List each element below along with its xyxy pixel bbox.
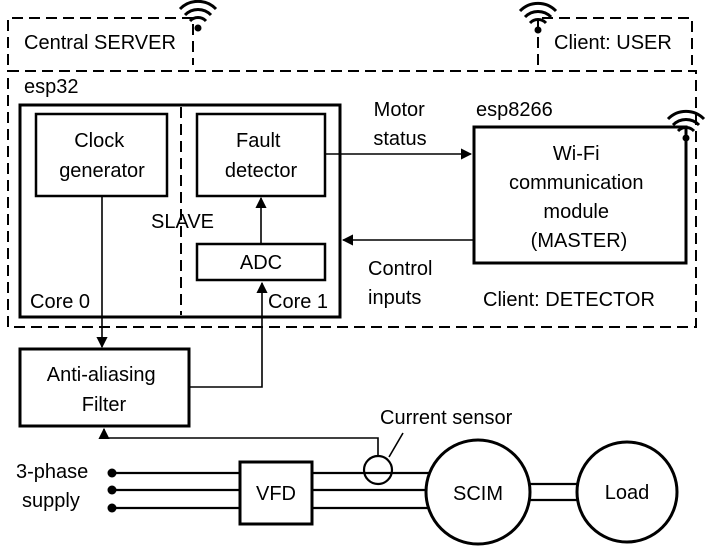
scim-label: SCIM: [453, 483, 503, 505]
central-server-box: Central SERVER: [7, 17, 194, 65]
clock-generator-label: Clock generator: [59, 130, 145, 182]
fault-detector-box: [195, 112, 327, 198]
supply-label: 3-phase supply: [16, 461, 94, 512]
scim-motor: [424, 438, 532, 546]
current-sensor-icon: [362, 454, 394, 486]
control-inputs-label: Control inputs: [368, 258, 438, 309]
wifi-icon-server: [178, 0, 218, 32]
core0-label: Core 0: [30, 291, 90, 313]
filter-to-adc-arrow: [189, 281, 268, 388]
load-label: Load: [605, 482, 650, 504]
load: [575, 440, 679, 544]
core1-label: Core 1: [268, 291, 328, 313]
clock-generator-box: [34, 112, 169, 198]
central-server-label: Central SERVER: [24, 32, 176, 54]
wifi-module-box: [472, 125, 688, 265]
vfd-label: VFD: [256, 483, 296, 505]
client-detector-region: [7, 70, 697, 328]
wifi-icon-user: [518, 1, 558, 34]
wifi-icon-esp8266: [666, 109, 706, 142]
esp32-label: esp32: [24, 76, 79, 98]
vfd-box: [238, 460, 314, 526]
current-sensor-label: Current sensor: [380, 407, 513, 429]
adc-label: ADC: [240, 252, 282, 274]
client-detector-label: Client: DETECTOR: [483, 289, 655, 311]
client-user-label: Client: USER: [554, 32, 672, 54]
anti-aliasing-filter-label: Anti-aliasing Filter: [47, 364, 162, 416]
client-user-box: Client: USER: [537, 17, 693, 65]
wifi-module-label: Wi-Fi communication module (MASTER): [509, 143, 649, 252]
fault-detector-label: Fault detector: [225, 130, 298, 182]
slave-label: SLAVE: [151, 211, 214, 233]
esp8266-label: esp8266: [476, 99, 553, 121]
motor-status-label: Motor status: [373, 99, 430, 150]
current-sensor-leader: [388, 432, 404, 458]
sensor-to-filter-arrow: [98, 427, 379, 455]
esp32-box: [18, 103, 342, 319]
